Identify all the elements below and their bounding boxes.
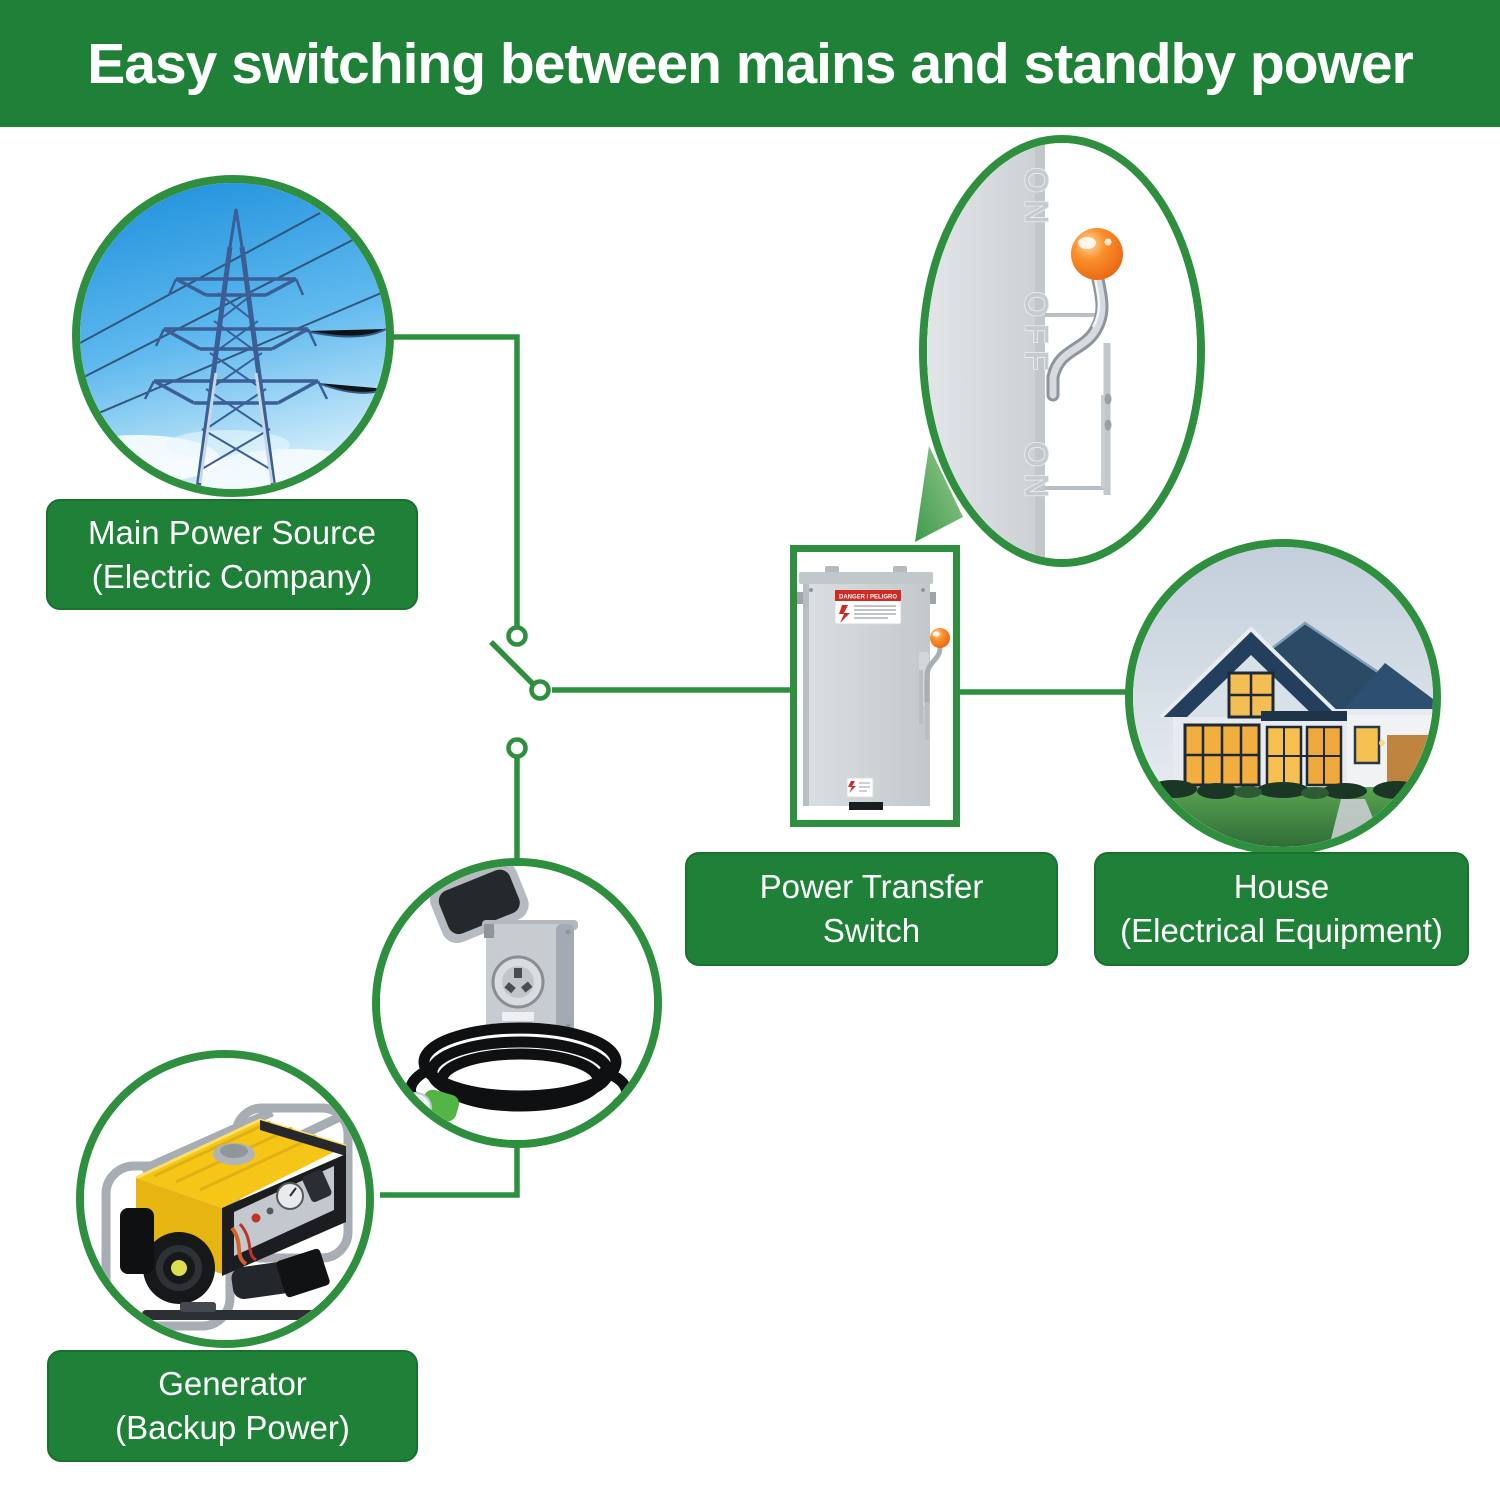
switch-lever-line (489, 640, 538, 689)
danger-sticker: DANGER / PELIGRO (834, 589, 902, 625)
label-power-transfer-switch: Power Transfer Switch (685, 852, 1058, 966)
main-power-photo-circle (72, 175, 394, 497)
label-house-line1: House (1233, 868, 1330, 906)
page-title: Easy switching between mains and standby… (87, 31, 1414, 96)
terminal-generator (506, 737, 528, 759)
header-banner: Easy switching between mains and standby… (0, 0, 1500, 127)
label-generator: Generator (Backup Power) (47, 1350, 418, 1462)
transmission-tower-icon (80, 183, 386, 489)
bottom-sticker (846, 777, 874, 798)
label-house: House (Electrical Equipment) (1094, 852, 1469, 966)
house-photo-circle (1125, 539, 1441, 855)
label-switch-line1: Power Transfer (759, 868, 984, 906)
house-icon (1133, 547, 1433, 847)
wire-mains-to-switch (389, 334, 520, 627)
label-main-line2: (Electric Company) (91, 557, 373, 595)
transfer-switch-cabinet-icon: DANGER / PELIGRO (797, 566, 950, 810)
detail-callout-wedge (915, 446, 963, 542)
wire-inlet-to-generator (380, 1145, 520, 1198)
label-house-line2: (Electrical Equipment) (1120, 912, 1443, 949)
orange-ball-handle-detail (1071, 228, 1123, 280)
terminal-mains (506, 625, 528, 647)
label-main-line1: Main Power Source (88, 513, 376, 551)
label-switch-line2: Switch (822, 912, 921, 949)
embossed-off: OFF (1017, 291, 1055, 377)
embossed-on-top: ON (1017, 167, 1055, 230)
generator-icon (84, 1058, 366, 1340)
label-generator-line2: (Backup Power) (115, 1409, 350, 1446)
transfer-switch-photo-frame: DANGER / PELIGRO (790, 545, 960, 827)
terminal-pivot (529, 679, 551, 701)
switch-handle-detail-icon: ON OFF ON (927, 143, 1197, 559)
inlet-cord-photo-circle (372, 858, 662, 1148)
power-inlet-cord-icon (380, 866, 654, 1140)
danger-sticker-text: DANGER / PELIGRO (839, 595, 897, 601)
handle-detail-magnifier: ON OFF ON (919, 135, 1205, 567)
orange-ball-handle (930, 628, 950, 648)
embossed-on-bottom: ON (1017, 441, 1055, 504)
generator-photo-circle (76, 1050, 374, 1348)
label-generator-line1: Generator (158, 1365, 307, 1403)
label-main-power-source: Main Power Source (Electric Company) (46, 499, 418, 610)
